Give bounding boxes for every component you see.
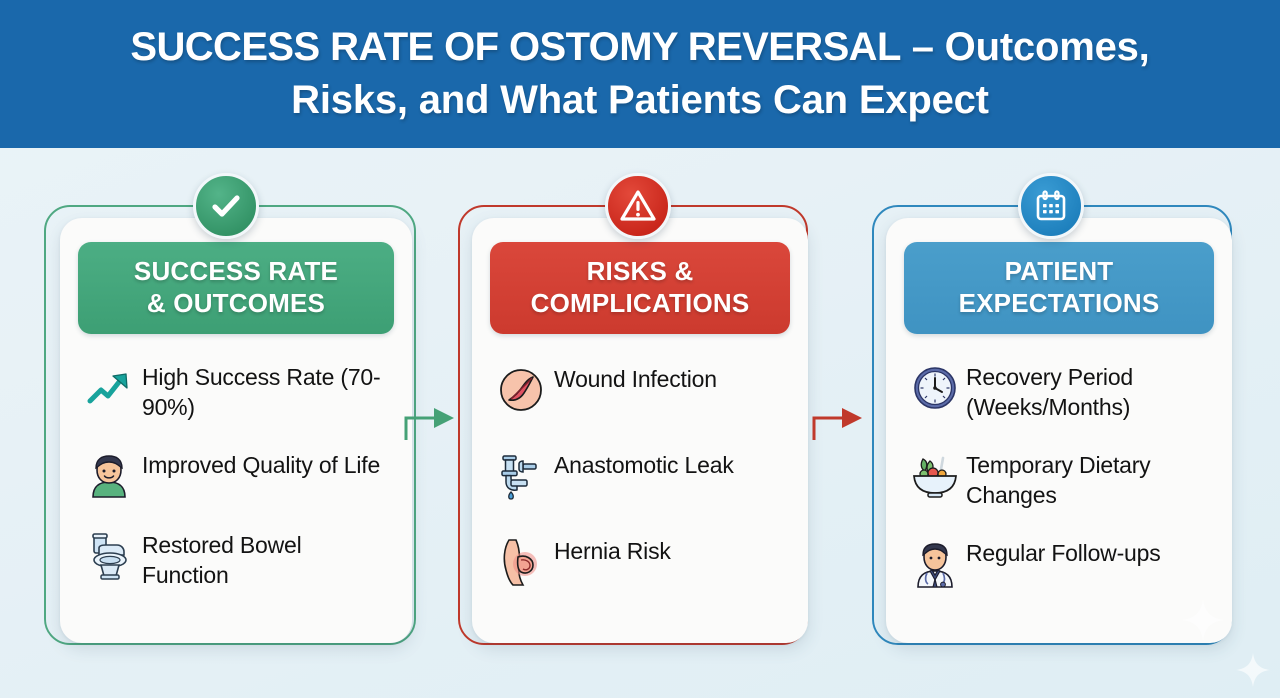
list-item-label: Regular Follow-ups — [966, 540, 1161, 566]
list-item[interactable]: Hernia Risk — [494, 536, 786, 588]
page-title-strong: SUCCESS RATE OF OSTOMY REVERSAL — [130, 25, 901, 69]
list-item-label: Restored Bowel Function — [142, 532, 302, 588]
card-risks[interactable]: RISKS & COMPLICATIONS Wound Infection — [472, 218, 808, 643]
page-title: SUCCESS RATE OF OSTOMY REVERSAL – Outcom… — [70, 21, 1210, 127]
doctor-icon — [908, 538, 962, 590]
clock-icon — [908, 362, 962, 414]
list-item-label: Wound Infection — [554, 366, 717, 392]
list-item[interactable]: Regular Follow-ups — [908, 538, 1210, 590]
person-smiling-icon — [82, 450, 136, 502]
card-header-line2: & OUTCOMES — [146, 288, 326, 318]
chart-increasing-icon — [82, 362, 136, 414]
arrow-risks-to-expectations — [812, 388, 872, 453]
badge-risks — [605, 173, 671, 239]
card-header-line1: PATIENT — [1004, 256, 1114, 286]
arrow-success-to-risks — [404, 388, 464, 453]
item-list-risks: Wound Infection Anastomotic Leak — [490, 364, 790, 588]
list-item-label: High Success Rate (70-90%) — [142, 364, 381, 420]
list-item[interactable]: Restored Bowel Function — [82, 530, 390, 590]
list-item[interactable]: Anastomotic Leak — [494, 450, 786, 502]
item-list-expectations: Recovery Period (Weeks/Months) Te — [904, 362, 1214, 590]
wound-infection-icon — [494, 364, 548, 416]
toilet-icon — [82, 530, 136, 582]
header-banner: SUCCESS RATE OF OSTOMY REVERSAL – Outcom… — [0, 0, 1280, 148]
card-header-success: SUCCESS RATE & OUTCOMES — [78, 242, 394, 334]
list-item[interactable]: Temporary Dietary Changes — [908, 450, 1210, 510]
page-title-rest: – Outcomes, Risks, and What Patients Can… — [291, 25, 1150, 122]
badge-success — [193, 173, 259, 239]
list-item-label: Improved Quality of Life — [142, 452, 381, 478]
item-list-success: High Success Rate (70-90%) Improved Qual… — [78, 362, 394, 590]
card-header-line1: RISKS & — [586, 256, 694, 286]
card-header-line2: EXPECTATIONS — [958, 288, 1160, 318]
list-item-label: Anastomotic Leak — [554, 452, 734, 478]
card-expectations[interactable]: PATIENT EXPECTATIONS — [886, 218, 1232, 643]
list-item[interactable]: High Success Rate (70-90%) — [82, 362, 390, 422]
card-header-expectations: PATIENT EXPECTATIONS — [904, 242, 1214, 334]
salad-bowl-icon — [908, 450, 962, 502]
list-item[interactable]: Improved Quality of Life — [82, 450, 390, 502]
card-header-line1: SUCCESS RATE — [133, 256, 339, 286]
card-success[interactable]: SUCCESS RATE & OUTCOMES High Success Rat… — [60, 218, 412, 643]
list-item-label: Hernia Risk — [554, 538, 671, 564]
sparkle-decoration-small-icon — [1182, 599, 1224, 646]
check-circle-icon — [208, 188, 244, 224]
list-item-label: Recovery Period (Weeks/Months) — [966, 364, 1134, 420]
card-header-risks: RISKS & COMPLICATIONS — [490, 242, 790, 334]
sparkle-decoration-icon — [1236, 653, 1270, 692]
hernia-abdomen-icon — [494, 536, 548, 588]
leaking-pipe-icon — [494, 450, 548, 502]
calendar-icon — [1032, 187, 1070, 225]
list-item[interactable]: Recovery Period (Weeks/Months) — [908, 362, 1210, 422]
content-stage: SUCCESS RATE & OUTCOMES High Success Rat… — [0, 148, 1280, 698]
warning-triangle-icon — [618, 187, 658, 225]
badge-expectations — [1018, 173, 1084, 239]
card-header-line2: COMPLICATIONS — [530, 288, 750, 318]
list-item-label: Temporary Dietary Changes — [966, 452, 1151, 508]
list-item[interactable]: Wound Infection — [494, 364, 786, 416]
